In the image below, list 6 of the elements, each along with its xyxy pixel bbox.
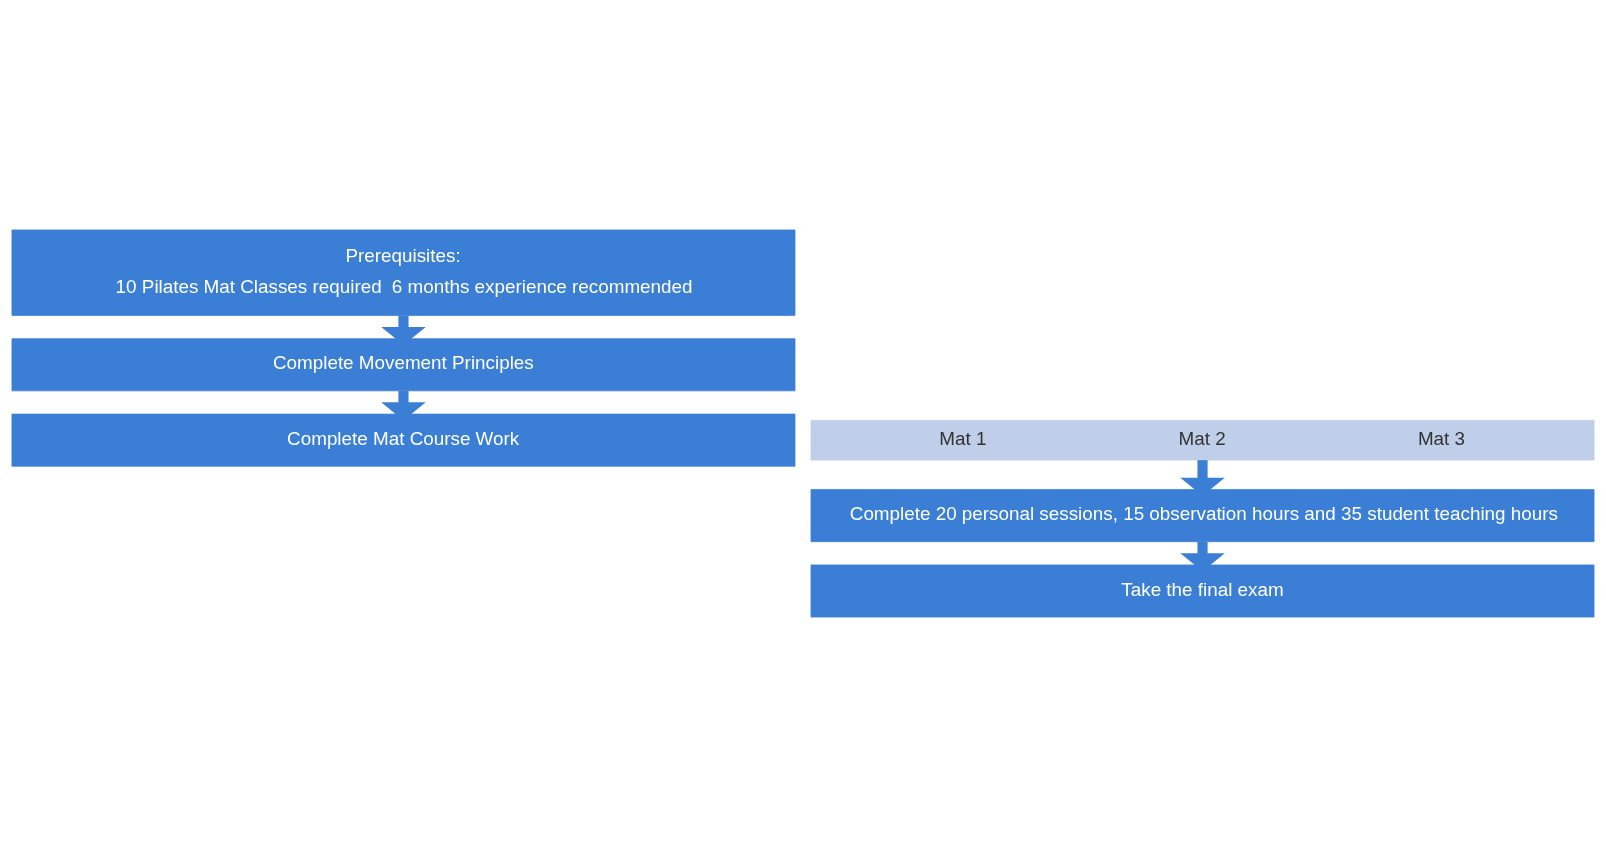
node-box: Prerequisites: 10 Pilates Mat Classes required 6 months experience recommended: [11, 229, 796, 316]
node-box: Take the final exam: [810, 564, 1595, 618]
node-box: Complete Mat Course Work: [11, 413, 796, 467]
node-box: Complete Movement Principles: [11, 338, 796, 392]
node-box: Complete 20 personal sessions, 15 observation hours and 35 student teaching hours: [810, 489, 1595, 543]
node-box: Mat 1 Mat 2 Mat 3: [810, 419, 1595, 461]
